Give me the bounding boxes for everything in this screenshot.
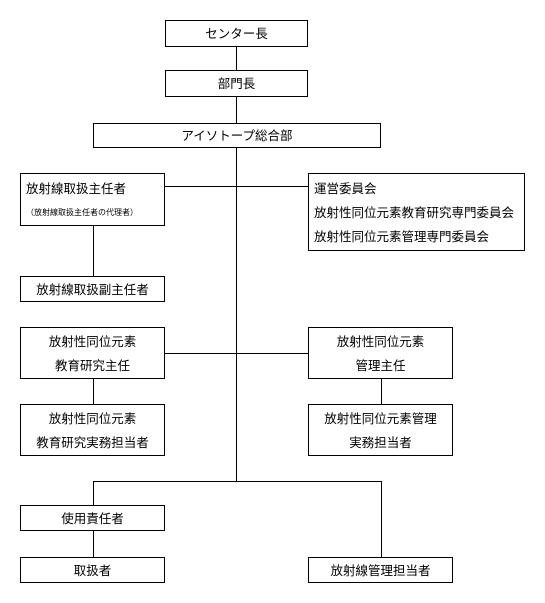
user-manager-box: 使用責任者: [20, 505, 165, 531]
management-staff-box: 放射性同位元素管理 実務担当者: [308, 404, 453, 456]
radiation-management-staff-box: 放射線管理担当者: [308, 557, 453, 583]
committee-management: 放射性同位元素管理専門委員会: [314, 228, 490, 244]
center-director-box: センター長: [165, 20, 308, 47]
education-research-chief-line1: 放射性同位元素: [48, 333, 137, 349]
deputy-chief-handler-box: 放射線取扱副主任者: [20, 276, 165, 302]
education-research-staff-line1: 放射性同位元素: [48, 410, 137, 426]
handler-box: 取扱者: [20, 557, 165, 583]
management-chief-box: 放射性同位元素 管理主任: [308, 327, 453, 379]
department-head-label: 部門長: [217, 76, 256, 91]
chief-handler-deputy-label: （放射線取扱主任者の代理者）: [26, 208, 138, 217]
education-research-chief-box: 放射性同位元素 教育研究主任: [20, 327, 165, 379]
management-chief-line2: 管理主任: [355, 357, 406, 373]
education-research-staff-line2: 教育研究実務担当者: [36, 434, 149, 450]
isotope-department-label: アイソトープ総合部: [181, 128, 293, 143]
user-manager-label: 使用責任者: [61, 510, 124, 526]
handler-label: 取扱者: [73, 562, 112, 578]
committee-education-research: 放射性同位元素教育研究専門委員会: [314, 204, 515, 220]
chief-handler-box: 放射線取扱主任者 （放射線取扱主任者の代理者）: [20, 173, 165, 226]
deputy-chief-handler-label: 放射線取扱副主任者: [36, 281, 149, 297]
management-staff-line1: 放射性同位元素管理: [324, 410, 437, 426]
education-research-staff-box: 放射性同位元素 教育研究実務担当者: [20, 404, 165, 456]
committee-steering: 運営委員会: [314, 180, 377, 196]
education-research-chief-line2: 教育研究主任: [54, 357, 130, 373]
department-head-box: 部門長: [165, 70, 308, 97]
isotope-department-box: アイソトープ総合部: [93, 123, 381, 148]
committees-box: 運営委員会 放射性同位元素教育研究専門委員会 放射性同位元素管理専門委員会: [308, 173, 525, 251]
chief-handler-label: 放射線取扱主任者: [26, 181, 127, 196]
center-director-label: センター長: [205, 26, 268, 41]
management-staff-line2: 実務担当者: [349, 434, 412, 450]
management-chief-line1: 放射性同位元素: [336, 333, 425, 349]
radiation-management-staff-label: 放射線管理担当者: [330, 562, 431, 578]
